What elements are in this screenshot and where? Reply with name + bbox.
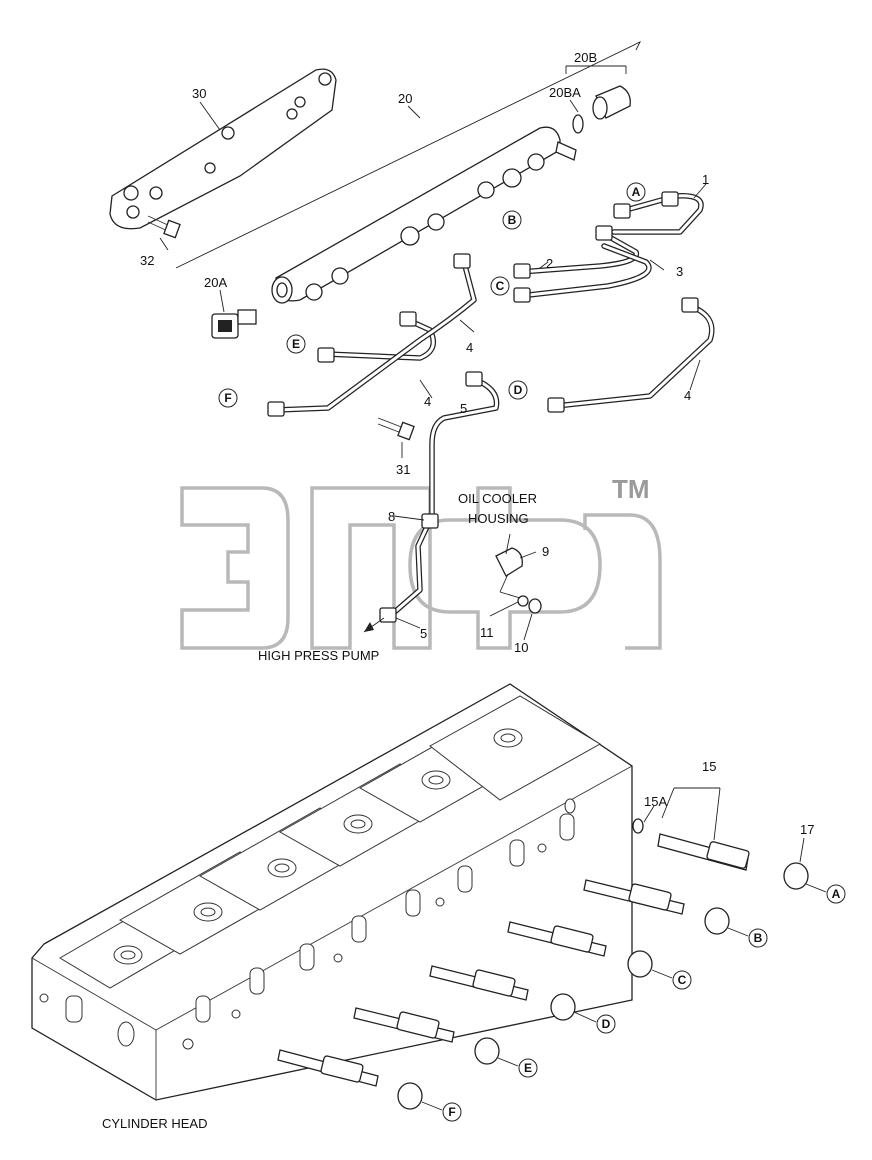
leader-lines-top bbox=[159, 41, 707, 641]
label-15a: 15A bbox=[644, 794, 667, 809]
marker-top-f: F bbox=[218, 388, 238, 408]
watermark-tm: TM bbox=[612, 474, 650, 504]
leader-lines-bottom bbox=[421, 787, 827, 1111]
label-31: 31 bbox=[396, 462, 410, 477]
part-number-labels: 30 20 20B 20BA 1 2 3 4 4 4 5 32 20A 31 8… bbox=[140, 50, 814, 837]
caption-high-press-pump: HIGH PRESS PUMP bbox=[258, 648, 379, 663]
injector-c bbox=[507, 921, 653, 978]
marker-bottom-e: E bbox=[518, 1058, 538, 1078]
label-32: 32 bbox=[140, 253, 154, 268]
injection-pipes bbox=[267, 191, 715, 633]
label-20b: 20B bbox=[574, 50, 597, 65]
label-17: 17 bbox=[800, 822, 814, 837]
caption-oil-cooler-line1: OIL COOLER bbox=[458, 491, 537, 506]
captions: OIL COOLER HOUSING HIGH PRESS PUMP CYLIN… bbox=[102, 491, 537, 1131]
injector-f bbox=[277, 1049, 423, 1110]
svg-text:E: E bbox=[524, 1061, 532, 1075]
svg-text:B: B bbox=[508, 213, 517, 227]
bolt-32 bbox=[147, 215, 181, 239]
common-rail bbox=[271, 126, 577, 304]
label-4-b: 4 bbox=[424, 394, 431, 409]
caption-oil-cooler-line2: HOUSING bbox=[468, 511, 529, 526]
injector-a bbox=[632, 818, 809, 890]
watermark-logo: TM bbox=[180, 474, 662, 650]
label-10: 10 bbox=[514, 640, 528, 655]
label-30: 30 bbox=[192, 86, 206, 101]
pressure-sensor bbox=[211, 309, 257, 339]
label-8: 8 bbox=[388, 509, 395, 524]
label-20ba: 20BA bbox=[549, 85, 581, 100]
svg-text:A: A bbox=[832, 887, 841, 901]
marker-top-a: A bbox=[626, 182, 646, 202]
svg-text:B: B bbox=[754, 931, 763, 945]
rail-bracket bbox=[109, 68, 337, 230]
injectors bbox=[277, 818, 809, 1110]
injector-b bbox=[583, 879, 730, 935]
svg-text:E: E bbox=[292, 337, 300, 351]
svg-text:C: C bbox=[678, 973, 687, 987]
svg-text:D: D bbox=[514, 383, 523, 397]
caption-cylinder-head: CYLINDER HEAD bbox=[102, 1116, 207, 1131]
label-3: 3 bbox=[676, 264, 683, 279]
label-20a: 20A bbox=[204, 275, 227, 290]
marker-top-d: D bbox=[508, 380, 528, 400]
label-11: 11 bbox=[480, 625, 494, 640]
marker-top-e: E bbox=[286, 334, 306, 354]
label-5-a: 5 bbox=[460, 401, 467, 416]
svg-text:F: F bbox=[448, 1105, 455, 1119]
marker-top-c: C bbox=[490, 276, 510, 296]
bolt-31 bbox=[377, 417, 415, 441]
label-5-b: 5 bbox=[420, 626, 427, 641]
marker-top-b: B bbox=[502, 210, 522, 230]
rail-plug bbox=[572, 85, 631, 134]
label-4-c: 4 bbox=[684, 388, 691, 403]
injector-e bbox=[353, 1007, 500, 1065]
injector-d bbox=[429, 965, 576, 1021]
svg-text:D: D bbox=[602, 1017, 611, 1031]
svg-text:C: C bbox=[496, 279, 505, 293]
marker-bottom-b: B bbox=[748, 928, 768, 948]
marker-bottom-a: A bbox=[826, 884, 846, 904]
marker-bottom-c: C bbox=[672, 970, 692, 990]
connection-markers-top: A B C D E F bbox=[218, 182, 646, 408]
connection-markers-bottom: A B C D E F bbox=[442, 884, 846, 1122]
svg-text:F: F bbox=[224, 391, 231, 405]
label-4-a: 4 bbox=[466, 340, 473, 355]
label-9: 9 bbox=[542, 544, 549, 559]
label-20: 20 bbox=[398, 91, 412, 106]
label-2: 2 bbox=[546, 256, 553, 271]
svg-text:A: A bbox=[632, 185, 641, 199]
cylinder-head bbox=[31, 683, 633, 1101]
marker-bottom-d: D bbox=[596, 1014, 616, 1034]
marker-bottom-f: F bbox=[442, 1102, 462, 1122]
label-1: 1 bbox=[702, 172, 709, 187]
label-15: 15 bbox=[702, 759, 716, 774]
